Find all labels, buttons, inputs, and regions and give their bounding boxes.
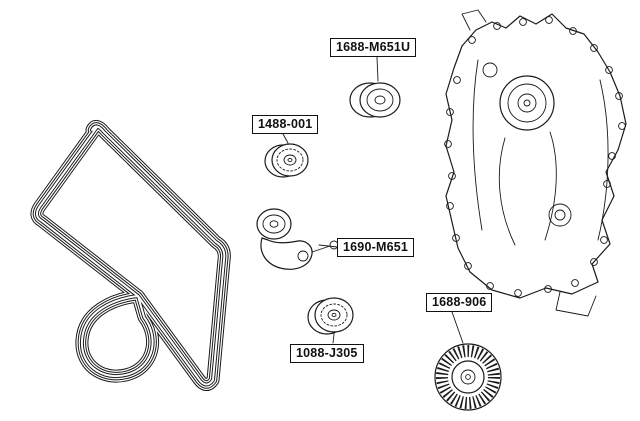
- fan-pulley-1688-906: [434, 343, 502, 411]
- water-pump-opening: [499, 75, 555, 131]
- belt-tensioner-1690-m651: [256, 208, 339, 270]
- idler-pulley-1088-j305: [307, 297, 354, 335]
- idler-pulley-1488-001: [264, 143, 309, 178]
- cover-top-lug: [461, 9, 487, 31]
- cover-bottom-lug: [555, 291, 597, 317]
- idler-pulley-1688-m651u: [349, 82, 401, 118]
- part-label-1688-m651u[interactable]: 1688-M651U: [330, 38, 417, 57]
- part-label-1088-j305[interactable]: 1088-J305: [290, 344, 364, 363]
- cover-bolt-holes: [444, 16, 626, 297]
- part-label-1488-001[interactable]: 1488-001: [252, 115, 319, 134]
- engine-front-cover: [444, 9, 627, 317]
- leader-lines: [282, 56, 464, 344]
- part-label-1688-906[interactable]: 1688-906: [426, 293, 493, 312]
- part-label-1690-m651[interactable]: 1690-M651: [337, 238, 415, 257]
- serpentine-belt: [37, 126, 224, 384]
